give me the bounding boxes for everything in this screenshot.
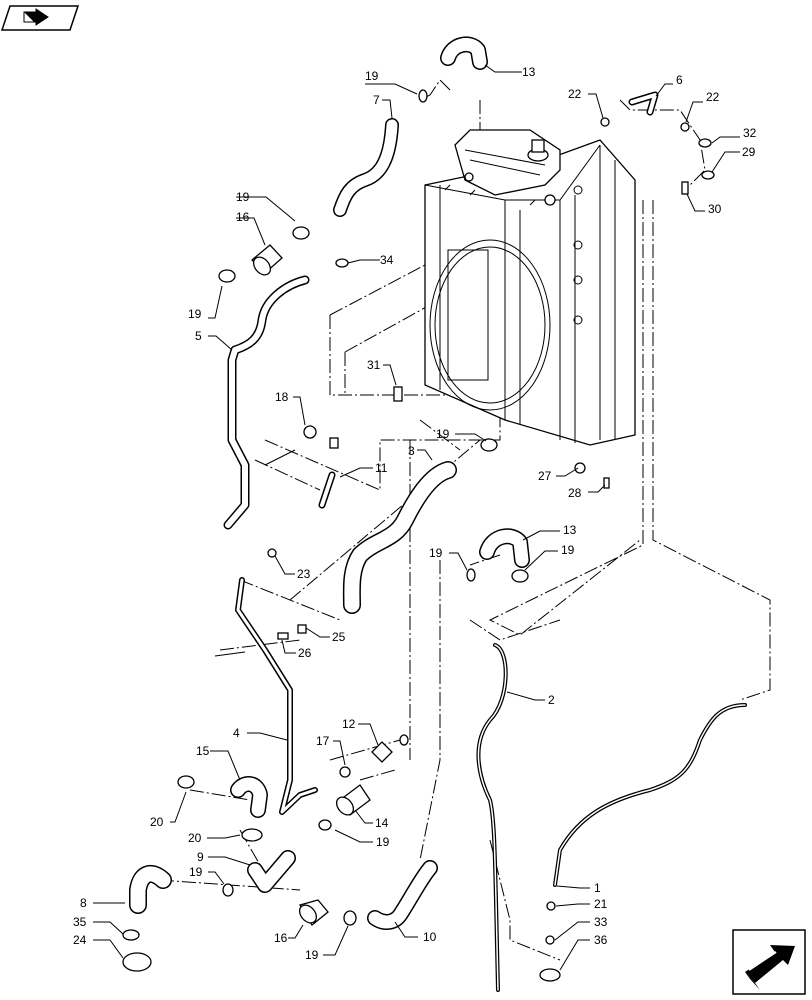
callout-19h: 19	[189, 865, 203, 879]
callout-7: 7	[373, 93, 380, 107]
expansion-tank	[454, 129, 561, 206]
callout-22b: 22	[706, 90, 720, 104]
callout-14: 14	[375, 816, 389, 830]
callout-29: 29	[742, 145, 756, 159]
callout-27: 27	[538, 469, 552, 483]
hoses	[129, 36, 747, 992]
callout-25: 25	[332, 630, 346, 644]
nav-previous-button[interactable]	[0, 5, 80, 31]
callout-9: 9	[197, 850, 204, 864]
callout-17: 17	[316, 734, 330, 748]
callout-31: 31	[367, 358, 381, 372]
callout-24: 24	[73, 933, 87, 947]
callout-10: 10	[423, 930, 437, 944]
callout-20b: 20	[188, 831, 202, 845]
callout-22a: 22	[568, 87, 582, 101]
nav-next-button[interactable]	[732, 929, 806, 995]
callout-19c: 19	[188, 307, 202, 321]
callout-12: 12	[342, 717, 356, 731]
callout-23: 23	[297, 567, 311, 581]
callout-35: 35	[73, 915, 87, 929]
callout-16b: 16	[274, 931, 288, 945]
callout-26: 26	[298, 646, 312, 660]
callout-8: 8	[80, 896, 87, 910]
callout-15: 15	[196, 744, 210, 758]
callouts: 13 19 7 22 6 22 32 29 30 19 16 34 19 5 3…	[73, 64, 757, 971]
callout-19e: 19	[429, 546, 443, 560]
callout-3: 3	[408, 444, 415, 458]
callout-18: 18	[275, 390, 289, 404]
callout-1: 1	[594, 881, 601, 895]
radiator-assembly	[424, 139, 636, 446]
callout-19a: 19	[365, 69, 379, 83]
callout-19i: 19	[305, 948, 319, 962]
callout-6: 6	[676, 73, 683, 87]
callout-2: 2	[548, 693, 555, 707]
callout-33: 33	[594, 915, 608, 929]
callout-13a: 13	[522, 65, 536, 79]
callout-32: 32	[743, 126, 757, 140]
callout-16a: 16	[236, 210, 250, 224]
callout-19d: 19	[436, 427, 450, 441]
callout-19f: 19	[561, 543, 575, 557]
callout-4: 4	[233, 726, 240, 740]
small-parts	[122, 89, 715, 982]
next-page-arrow-icon	[745, 945, 795, 990]
callout-36: 36	[594, 933, 608, 947]
callout-20a: 20	[150, 815, 164, 829]
callout-21: 21	[594, 897, 608, 911]
callout-5: 5	[195, 329, 202, 343]
callout-34: 34	[380, 253, 394, 267]
callout-11: 11	[375, 461, 388, 475]
callout-19g: 19	[376, 835, 390, 849]
callout-19b: 19	[236, 190, 250, 204]
callout-30: 30	[708, 202, 722, 216]
callout-13b: 13	[563, 523, 577, 537]
callout-28: 28	[568, 486, 582, 500]
